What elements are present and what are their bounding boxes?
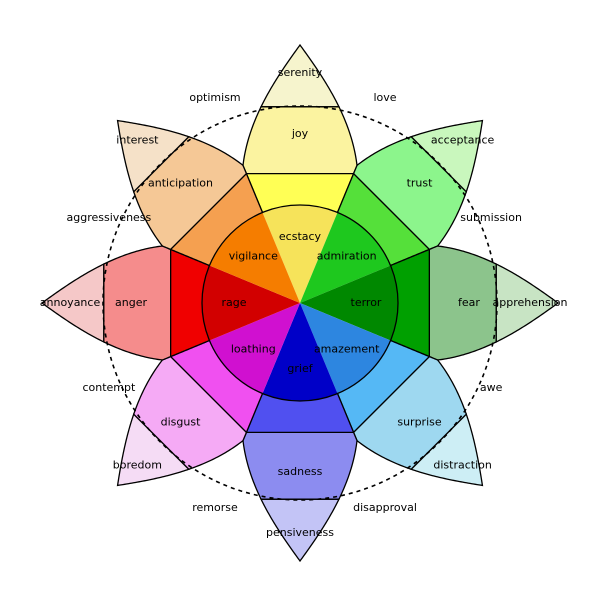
label-distraction: distraction <box>433 459 491 472</box>
petal-surprise <box>300 303 484 487</box>
dyad-love: love <box>373 91 396 104</box>
label-pensiveness: pensiveness <box>266 526 334 539</box>
label-fear: fear <box>458 296 480 309</box>
label-disgust: disgust <box>161 416 201 429</box>
label-admiration: admiration <box>317 249 377 262</box>
trust-core-sector <box>300 212 391 303</box>
fear-band-outer <box>428 245 497 361</box>
dyad-disapproval: disapproval <box>353 501 417 514</box>
fear-core-sector <box>300 265 398 341</box>
trust-band-outer <box>352 135 468 251</box>
anticipation-band-mid <box>169 172 264 267</box>
label-rage: rage <box>221 296 246 309</box>
joy-core-sector <box>262 205 338 303</box>
petals-layer <box>40 43 560 563</box>
petal-disgust <box>116 303 300 487</box>
label-serenity: serenity <box>278 66 323 79</box>
surprise-band-tip <box>409 412 484 487</box>
inner-ring <box>201 204 399 402</box>
anger-core-sector <box>202 265 300 341</box>
intensity-rings <box>201 204 399 402</box>
anticipation-band-outer <box>132 135 248 251</box>
label-terror: terror <box>351 296 382 309</box>
petal-trust <box>300 119 484 303</box>
dyad-aggressiveness: aggressiveness <box>67 211 152 224</box>
anticipation-core-sector <box>209 212 300 303</box>
disgust-band-outer <box>132 355 248 471</box>
label-sadness: sadness <box>278 465 323 478</box>
joy-band-tip <box>260 43 340 108</box>
label-trust: trust <box>407 177 434 190</box>
label-ecstacy: ecstacy <box>279 230 322 243</box>
dyad-labels: love submission awe disapproval remorse conte… <box>67 91 522 514</box>
disgust-core-sector <box>209 303 300 394</box>
label-grief: grief <box>287 362 313 375</box>
surprise-core-sector <box>300 303 391 394</box>
label-annoyance: annoyance <box>40 296 101 309</box>
dyad-contempt: contempt <box>82 381 136 394</box>
trust-band-tip <box>409 119 484 194</box>
dyad-optimism: optimism <box>189 91 240 104</box>
label-apprehension: apprehension <box>493 296 568 309</box>
dyad-awe: awe <box>480 381 503 394</box>
dyad-dashed-circle <box>102 105 498 501</box>
anger-band-tip <box>40 263 105 343</box>
anticipation-band-tip <box>116 119 191 194</box>
disgust-band-tip <box>116 412 191 487</box>
joy-band-outer <box>242 106 358 175</box>
dyad-submission: submission <box>460 211 522 224</box>
label-acceptance: acceptance <box>431 133 495 146</box>
fear-band-tip <box>495 263 560 343</box>
petal-anticipation <box>116 119 300 303</box>
label-boredom: boredom <box>113 459 162 472</box>
label-surprise: surprise <box>397 416 442 429</box>
label-anticipation: anticipation <box>148 177 213 190</box>
sadness-band-outer <box>242 431 358 500</box>
label-joy: joy <box>291 127 309 140</box>
label-loathing: loathing <box>231 343 276 356</box>
dyad-remorse: remorse <box>192 501 238 514</box>
petal-joy <box>242 43 358 303</box>
surprise-band-outer <box>352 355 468 471</box>
sadness-core-sector <box>262 303 338 401</box>
label-amazement: amazement <box>314 343 380 356</box>
label-anger: anger <box>115 296 147 309</box>
petal-anger <box>40 245 300 361</box>
anger-band-outer <box>103 245 172 361</box>
label-vigilance: vigilance <box>229 249 278 262</box>
sadness-band-tip <box>260 498 340 563</box>
label-interest: interest <box>116 133 159 146</box>
emotion-labels: serenity joy ecstacy acceptance trust admirat… <box>40 66 568 539</box>
